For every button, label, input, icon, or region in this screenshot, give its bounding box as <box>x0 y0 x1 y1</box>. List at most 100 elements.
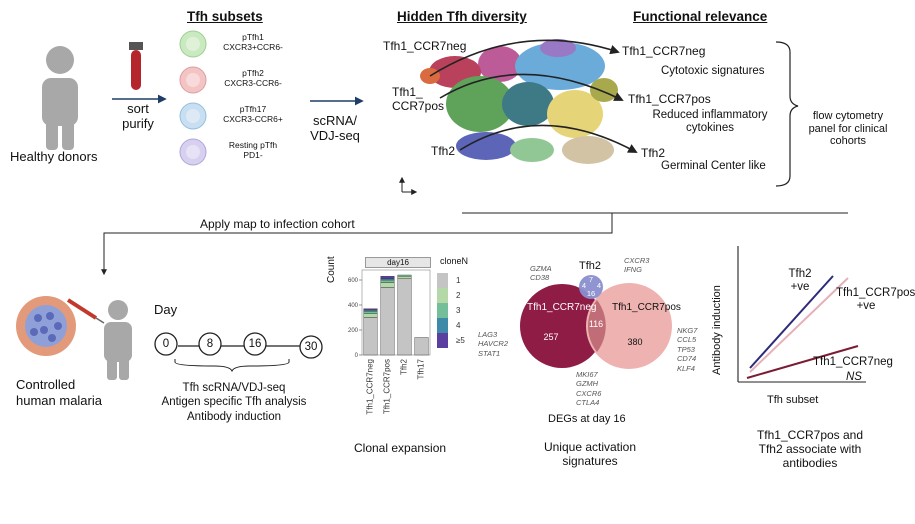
bar-segment <box>363 317 378 356</box>
clonal-caption: Clonal expansion <box>354 441 447 455</box>
legend-swatch <box>437 318 448 333</box>
bar-legend-title: cloneN <box>440 256 469 266</box>
functional-tfh2-desc: Germinal Center like <box>661 160 766 172</box>
healthy-donor-icon <box>42 46 78 150</box>
day-30: 30 <box>304 341 318 353</box>
timeline <box>154 332 323 373</box>
subset-circles <box>179 30 207 166</box>
venn-caption-title: DEGs at day 16 <box>548 413 626 425</box>
healthy-donors-label: Healthy donors <box>10 149 98 164</box>
legend-label: 2 <box>456 291 461 300</box>
umap-label-ccr7neg: Tfh1_CCR7neg <box>383 39 467 53</box>
venn-tfh2-ccr7pos-overlap: 4 <box>596 281 602 290</box>
venn-shared-count: 116 <box>588 319 604 329</box>
legend-swatch <box>437 333 448 348</box>
umap-plot <box>420 39 618 164</box>
bar-segment <box>363 308 378 311</box>
flow-panel-label: flow cytometry panel for clinical cohort… <box>808 110 888 148</box>
legend-swatch <box>437 288 448 303</box>
day-8: 8 <box>206 338 214 350</box>
venn-tfh2-label: Tfh2 <box>579 260 602 272</box>
bar-segment <box>380 282 395 288</box>
bar-segment <box>414 337 429 356</box>
bar-category-label: Tfh1_CCR7neg <box>366 359 375 415</box>
bar-chart-title: day16 <box>365 257 431 269</box>
day-label: Day <box>154 302 178 317</box>
bar-segment <box>380 287 395 356</box>
blood-tube-icon <box>129 42 143 90</box>
venn-ccr7pos-count: 380 <box>627 337 643 347</box>
umap-axis-icon <box>399 176 418 195</box>
antibody-tfh2-label: Tfh2+ve <box>788 268 812 294</box>
legend-swatch <box>437 273 448 288</box>
malaria-blood-icon <box>16 296 76 356</box>
venn-caption: Unique activation signatures <box>543 440 637 468</box>
antibody-xlabel: Tfh subset <box>767 394 819 406</box>
legend-swatch <box>437 303 448 318</box>
venn-all-overlap: 16 <box>586 289 596 298</box>
bar-ytick-label: 400 <box>348 303 359 309</box>
venn-tfh2-ccr7neg-overlap: 4 <box>581 281 587 290</box>
venn-ccr7neg-count: 257 <box>543 332 559 342</box>
legend-label: ≥5 <box>456 336 465 345</box>
bar-segment <box>380 279 395 283</box>
venn-circle-ccr7pos <box>586 283 672 369</box>
day-16: 16 <box>248 338 262 350</box>
bar-segment <box>363 313 378 318</box>
sort-label: sort <box>127 101 149 116</box>
functional-ccr7pos-name: Tfh1_CCR7pos <box>628 92 711 106</box>
bar-segment <box>397 278 412 356</box>
antibody-caption: Tfh1_CCR7pos and Tfh2 associate with ant… <box>756 428 864 470</box>
antibody-ccr7neg-label: Tfh1_CCR7neg <box>813 356 893 368</box>
venn-ccr7pos-label: Tfh1_CCR7pos <box>612 302 681 313</box>
functional-tfh2-name: Tfh2 <box>641 146 666 160</box>
bar-ytick-label: 0 <box>355 353 359 359</box>
antibody-plot <box>737 246 866 383</box>
venn-diagram <box>520 275 672 369</box>
purify-label: purify <box>122 116 154 131</box>
functional-brace <box>775 41 799 187</box>
functional-ccr7neg-name: Tfh1_CCR7neg <box>622 44 706 58</box>
day-0: 0 <box>162 338 170 350</box>
antibody-ccr7pos-label: Tfh1_CCR7pos+ve <box>836 287 915 313</box>
legend-label: 3 <box>456 306 461 315</box>
hidden-diversity-title: Hidden Tfh diversity <box>397 9 527 24</box>
venn-overlap <box>587 300 606 352</box>
antibody-line <box>749 277 849 373</box>
bar-category-label: Tfh1_CCR7pos <box>383 359 392 414</box>
umap-label-tfh2: Tfh2 <box>431 144 456 158</box>
functional-arrows <box>429 39 638 153</box>
antibody-ylabel: Antibody induction <box>711 285 723 375</box>
bar-category-label: Tfh2 <box>400 358 409 375</box>
venn-ccr7neg-label: Tfh1_CCR7neg <box>527 302 597 313</box>
bar-segment <box>397 274 412 277</box>
apply-map-label: Apply map to infection cohort <box>200 217 355 231</box>
bar-chart-ylabel: Count <box>326 256 337 283</box>
functional-relevance-title: Functional relevance <box>633 9 768 24</box>
bar-segment <box>397 276 412 279</box>
functional-ccr7pos-desc: Reduced inflammatory cytokines <box>652 109 768 135</box>
bar-segment <box>380 276 395 279</box>
antibody-line <box>749 275 834 369</box>
venn-circle-tfh2 <box>579 275 603 299</box>
syringe-icon <box>66 298 105 324</box>
legend-label: 4 <box>456 321 461 330</box>
bar-segment <box>363 311 378 314</box>
apply-map-arrow <box>101 213 613 276</box>
patient-icon <box>104 300 132 380</box>
bar-ytick-label: 600 <box>348 278 359 284</box>
venn-circle-ccr7neg <box>520 284 604 368</box>
bar-ytick-label: 200 <box>348 328 359 334</box>
